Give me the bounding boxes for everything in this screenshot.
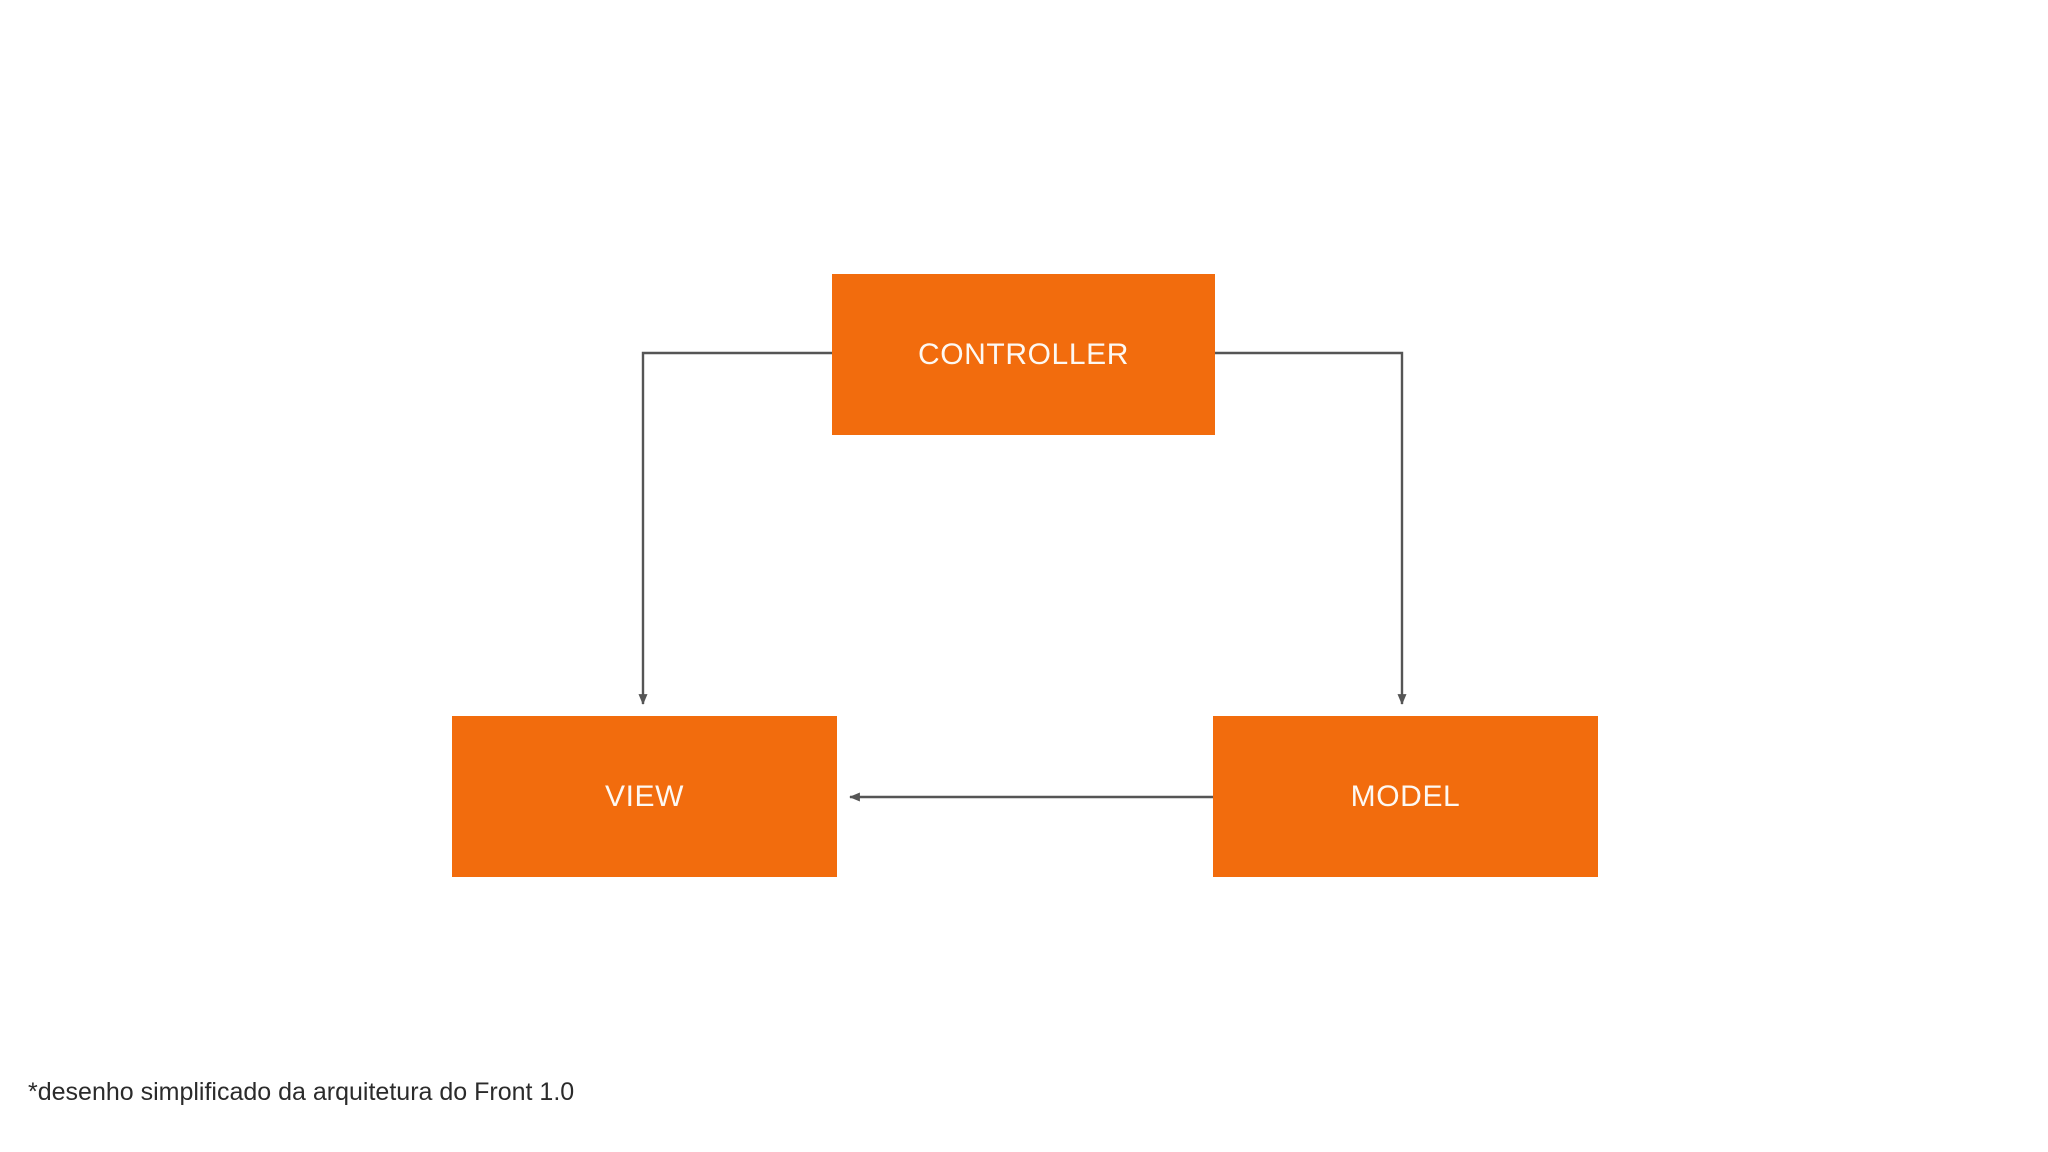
edge-controller-to-view: [638, 351, 832, 705]
edge-controller-to-model: [1215, 351, 1407, 705]
node-controller[interactable]: CONTROLLER: [832, 274, 1215, 435]
node-view-label: VIEW: [604, 779, 685, 813]
node-model-label: MODEL: [1350, 779, 1461, 813]
node-model[interactable]: MODEL: [1213, 716, 1598, 877]
node-controller-label: CONTROLLER: [917, 337, 1130, 371]
node-view[interactable]: VIEW: [452, 716, 837, 877]
diagram-caption: *desenho simplificado da arquitetura do …: [28, 1078, 575, 1106]
